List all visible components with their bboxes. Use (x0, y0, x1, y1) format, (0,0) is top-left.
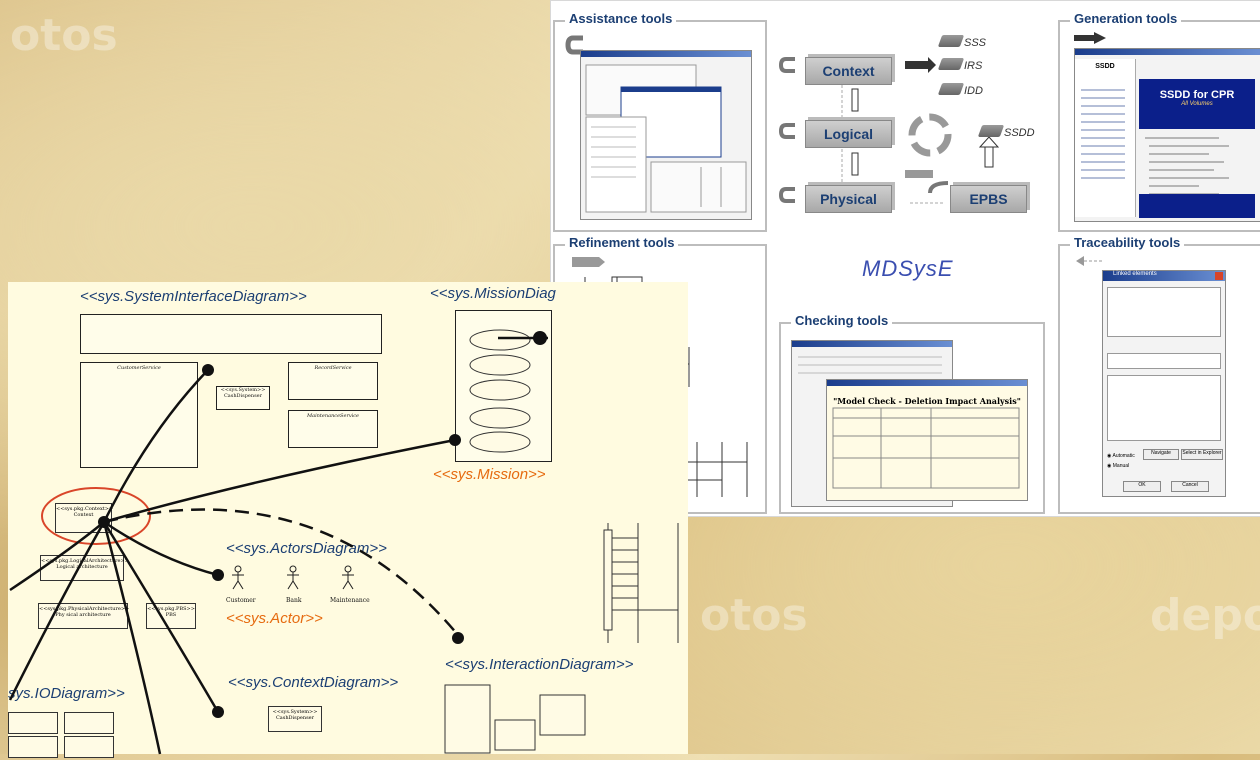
refinement-tools-title: Refinement tools (565, 235, 679, 250)
assistance-screenshot (580, 50, 752, 220)
mission-diagram-title: <<sys.MissionDiag (430, 285, 556, 302)
io-authorization-box (8, 712, 58, 734)
actor-maintenance: Maintenance (330, 597, 370, 604)
sss-book-icon (937, 35, 965, 47)
actor-label: <<sys.Actor>> (226, 610, 323, 627)
checking-tools-panel: Checking tools "Model Check - Deletion I… (779, 313, 1045, 514)
irs-label: IRS (964, 60, 983, 72)
generation-screenshot: SSDD SSDD for CPR All Volumes (1074, 48, 1260, 222)
generation-doc-banner: SSDD for CPR All Volumes (1139, 79, 1255, 129)
pbs-package-stereotype: <<sys.pkg.PBS>> (147, 606, 195, 612)
epbs-box: EPBS (950, 185, 1027, 213)
mission-ellipses (469, 329, 531, 453)
maintenance-service-box: MaintenanceService (288, 410, 378, 448)
generation-tools-panel: Generation tools SSDD SSDD for CPR All V… (1058, 11, 1260, 232)
interaction-diagram-thumbnail (444, 684, 586, 754)
generation-doc-heading: SSDD for CPR (1159, 89, 1235, 101)
context-package-stereotype: <<sys.pkg.Context>> (56, 506, 114, 512)
checking-tools-title: Checking tools (791, 313, 893, 328)
uml-connectors (8, 331, 548, 755)
logical-curved-arrow-icon (778, 123, 795, 139)
record-service-box: RecordService (288, 362, 378, 400)
watermark-right: depo (1150, 590, 1260, 641)
actor-bank: Bank (286, 597, 302, 604)
customer-service-box: CustomerService (80, 362, 198, 468)
context-diagram-system-box: <<sys.System>> CashDispenser (268, 706, 322, 732)
close-icon[interactable] (1215, 272, 1223, 280)
io-instruction-box (8, 736, 58, 758)
system-interface-diagram-title: <<sys.SystemInterfaceDiagram>> (80, 288, 307, 305)
interaction-diagram-title: <<sys.InteractionDiagram>> (445, 656, 634, 673)
select-in-explorer-button[interactable]: Select in Explorer (1181, 449, 1223, 460)
context-box: Context (805, 57, 892, 85)
irs-book-icon (937, 58, 965, 70)
actors-figures (232, 565, 354, 590)
cash-dispenser-label: CashDispenser (223, 393, 263, 399)
dashed-left-arrow-icon (1076, 256, 1102, 266)
context-system-stereotype: <<sys.System>> (272, 709, 318, 715)
description-note (80, 314, 382, 354)
actor-customer: Customer (226, 597, 256, 604)
checking-report: "Model Check - Deletion Impact Analysis" (826, 379, 1028, 501)
curved-arrow-icon (565, 35, 583, 55)
traceability-dialog: Linked elements ◉ Automatic ◉ Manual Nav… (1102, 270, 1226, 497)
logical-package-stereotype: <<sys.pkg.LogicalArchitecture>> (41, 558, 129, 564)
logical-box: Logical (805, 120, 892, 148)
ssdd-label: SSDD (1004, 127, 1035, 139)
context-curved-arrow-icon (778, 57, 795, 73)
generation-doc-sub: All Volumes (1181, 101, 1213, 107)
generation-doc-title: SSDD (1095, 63, 1115, 70)
physical-package-name: Phy sical architecture (55, 612, 111, 618)
cash-dispenser-box: <<sys.System>> CashDispenser (216, 386, 270, 410)
right-arrow-icon (1074, 32, 1106, 44)
lifecycle-arrows (841, 57, 1000, 204)
lifecycle-diagram: Context Logical Physical EPBS SSS IRS ID… (770, 25, 1050, 235)
idd-label: IDD (964, 85, 983, 97)
logical-package-name: Logical architecture (56, 564, 108, 570)
assistance-tools-panel: Assistance tools (553, 11, 767, 232)
ok-button[interactable]: OK (1123, 481, 1161, 492)
context-package-name: Context (73, 512, 94, 518)
mdsyse-logo: MDSysE (862, 256, 954, 281)
traceability-tools-title: Traceability tools (1070, 235, 1185, 250)
traceability-dialog-title: Linked elements (1103, 271, 1225, 281)
generation-tools-title: Generation tools (1070, 11, 1182, 26)
sss-label: SSS (964, 37, 987, 49)
record-service-label: RecordService (314, 365, 352, 371)
cancel-button[interactable]: Cancel (1171, 481, 1209, 492)
physical-curved-arrow-icon (778, 187, 795, 203)
traceability-tools-panel: Traceability tools Linked elements ◉ Aut… (1058, 235, 1260, 514)
watermark-mid: otos (700, 590, 808, 641)
mission-label: <<sys.Mission>> (433, 466, 546, 483)
physical-package-stereotype: <<sys.pkg.PhysicalArchitecture>> (39, 606, 130, 612)
pbs-package-name: PBS (165, 612, 177, 618)
automatic-radio[interactable]: ◉ Automatic (1107, 453, 1135, 459)
checking-report-title: "Model Check - Deletion Impact Analysis" (833, 396, 1021, 406)
watermark-left: otos (10, 10, 118, 61)
io-password-box (64, 736, 114, 758)
generation-doc-footer (1139, 194, 1255, 218)
idd-book-icon (937, 83, 965, 95)
assistance-tools-title: Assistance tools (565, 11, 677, 26)
navigate-button[interactable]: Navigate (1143, 449, 1179, 460)
manual-radio[interactable]: ◉ Manual (1107, 463, 1130, 469)
context-diagram-title: <<sys.ContextDiagram>> (228, 674, 399, 691)
io-bankcard-box (64, 712, 114, 734)
customer-service-label: CustomerService (117, 365, 161, 371)
sequence-diagram (603, 523, 679, 643)
physical-box: Physical (805, 185, 892, 213)
ssdd-book-icon (977, 125, 1005, 137)
cash-dispenser-stereotype: <<sys.System>> (220, 387, 266, 393)
maintenance-service-label: MaintenanceService (306, 413, 360, 419)
context-system-name: CashDispenser (275, 715, 315, 721)
io-diagram-title: sys.IODiagram>> (8, 685, 125, 702)
